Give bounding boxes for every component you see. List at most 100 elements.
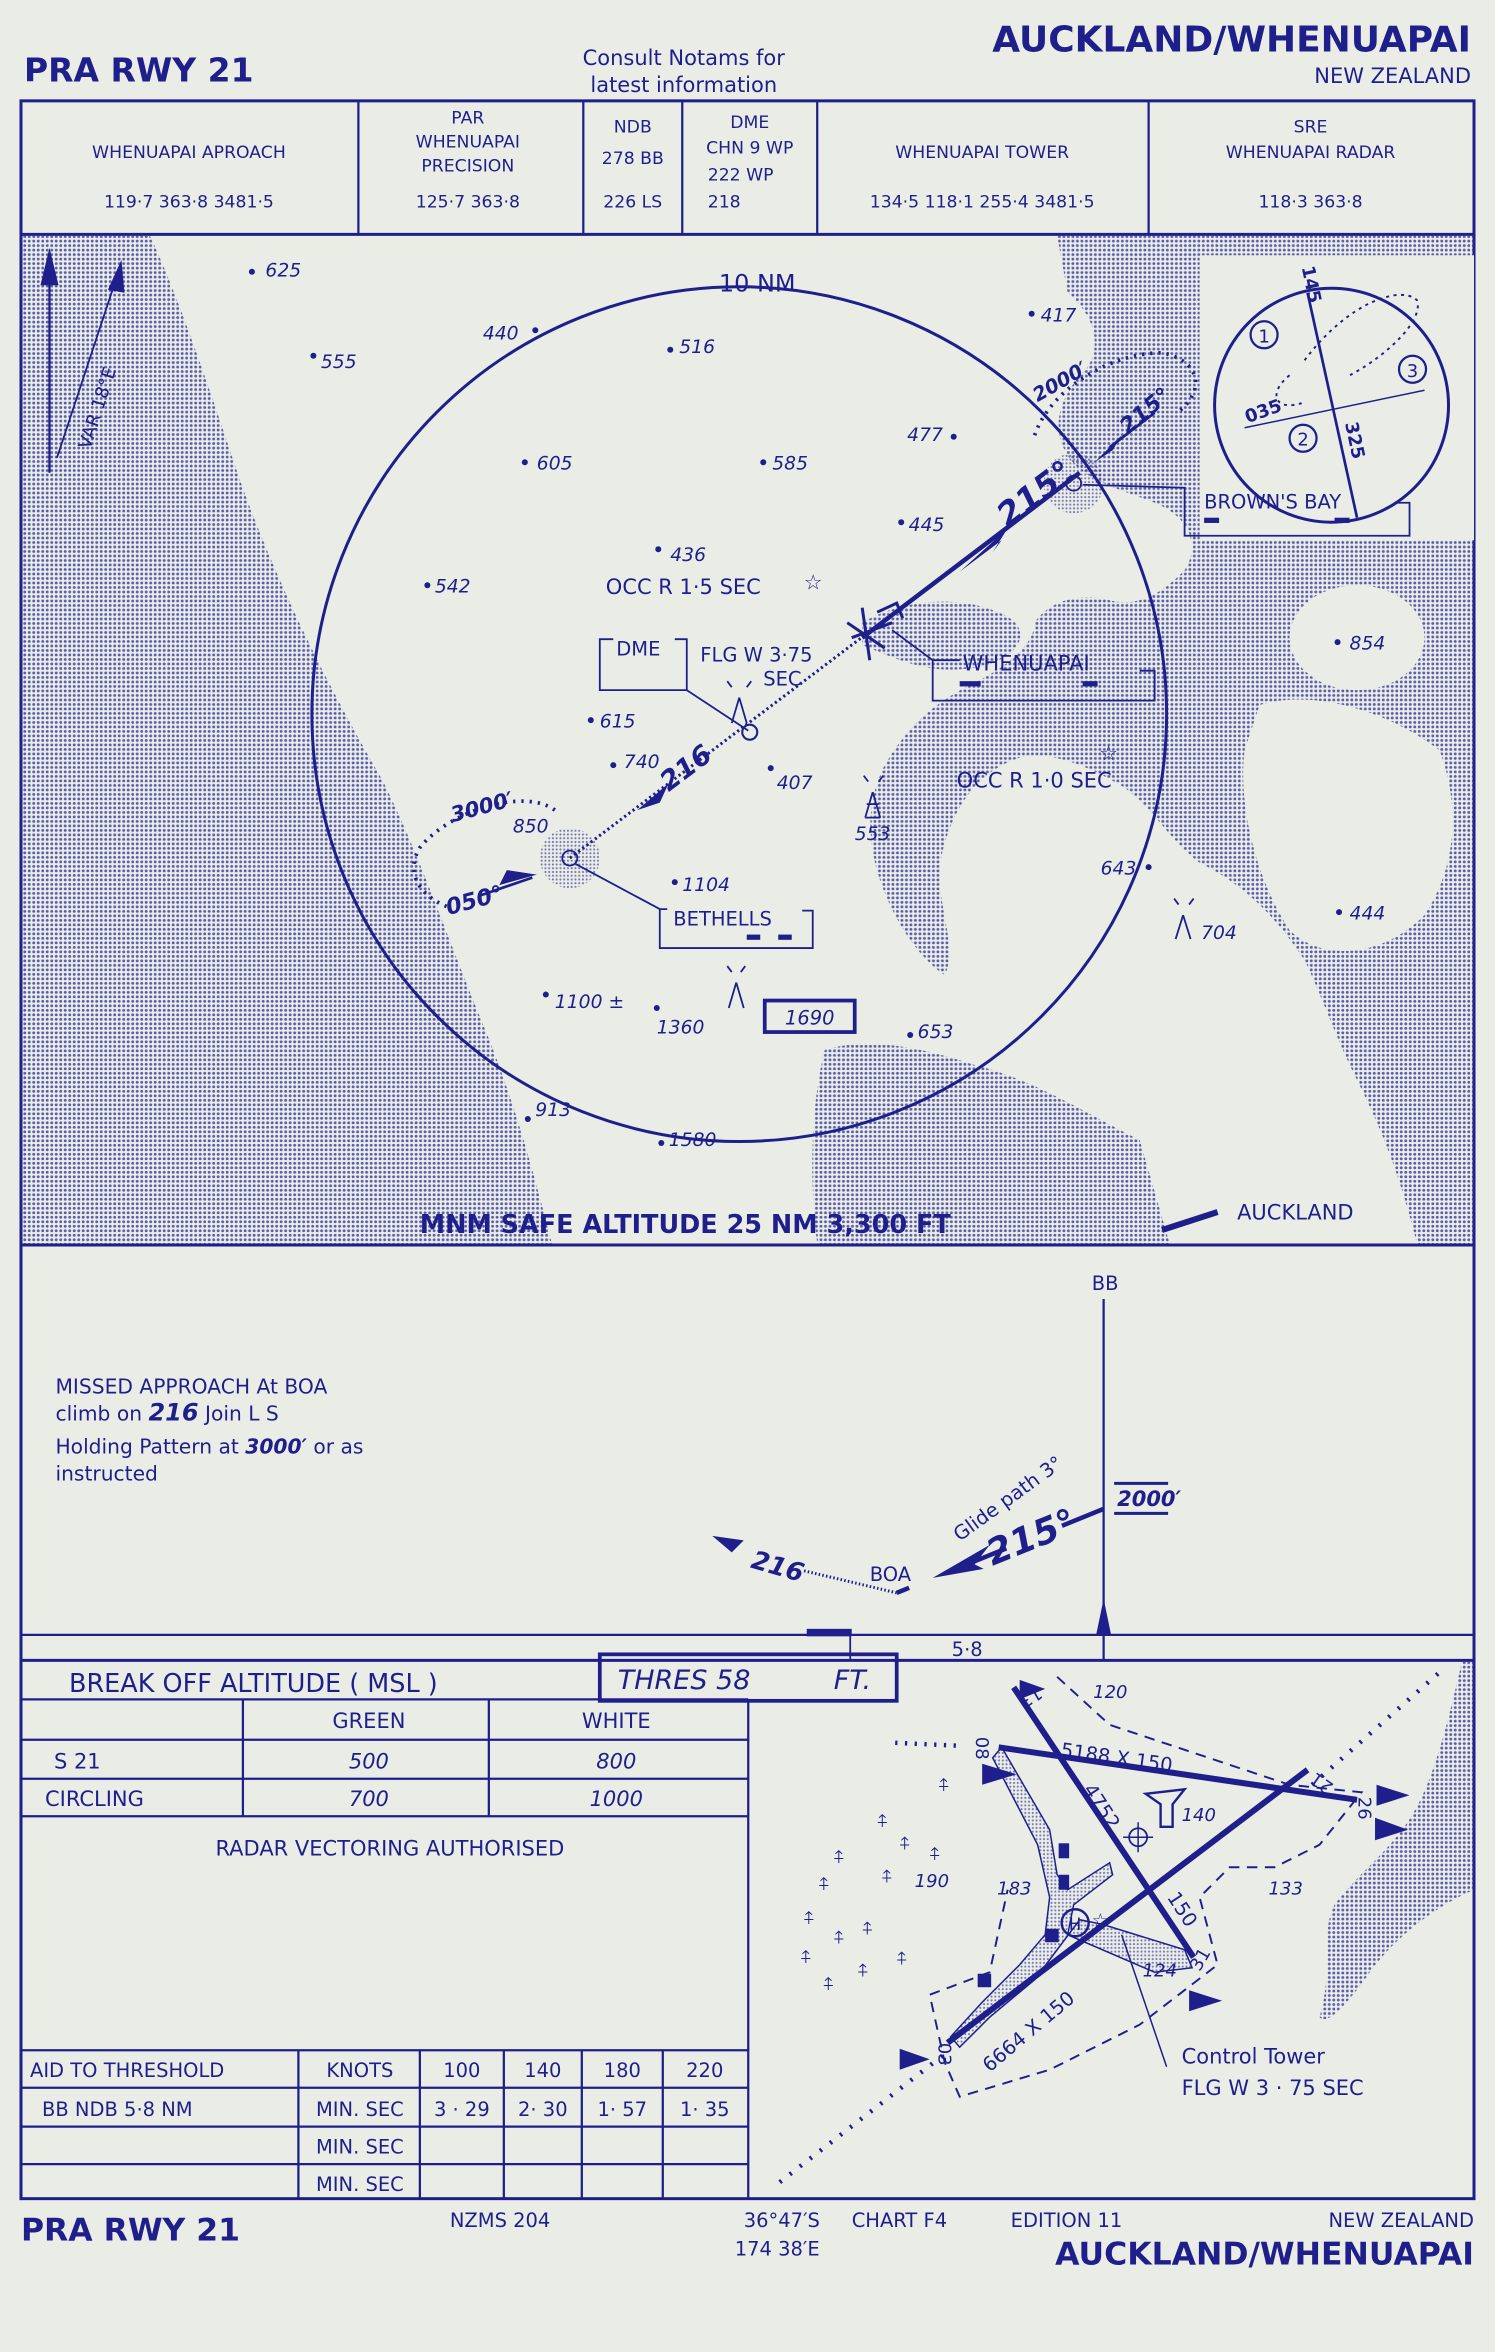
bethells-ident-label: BETHELLS [673, 908, 772, 931]
speed-180: 180 [604, 2059, 641, 2082]
whenuapai-aerodrome-icon [846, 601, 905, 661]
row-label: S 21 [54, 1749, 101, 1773]
highest-obstacle-box [762, 998, 857, 1034]
missed-course: 216 [148, 1398, 198, 1426]
missed-or-text: or as [307, 1434, 364, 1458]
spot-height: 585 [772, 454, 808, 475]
north-shore [1243, 699, 1453, 951]
range-ring-label: 10 NM [719, 269, 796, 297]
profile-view: MISSED APPROACH At BOA climb on 216 Join… [20, 1272, 1475, 1661]
time-220: 1· 35 [680, 2098, 730, 2121]
approach-arrow [899, 2048, 930, 2070]
latitude: 36°47′S [744, 2209, 820, 2232]
par-label-1: PAR [451, 108, 484, 128]
elevation: 124 [1143, 1961, 1177, 1982]
morse-dash [959, 681, 981, 687]
occ-light-label-1: OCC R 1·5 SEC [606, 575, 761, 599]
spot-height: 516 [679, 337, 715, 358]
glide-path-line [895, 1506, 1105, 1595]
spot-height: 440 [483, 323, 519, 344]
svg-text:⍏: ⍏ [804, 1908, 815, 1929]
dme-callout [598, 638, 749, 732]
lights-08 [895, 1740, 960, 1749]
notams-line-1: Consult Notams for [583, 46, 786, 70]
elevation: 133 [1269, 1878, 1303, 1899]
sre-label: SRE [1294, 117, 1328, 137]
spot-height: 740 [624, 752, 660, 773]
approach-freqs: 119·7 363·8 3481·5 [104, 192, 274, 212]
10nm-range-ring [310, 285, 1169, 1144]
spot-height: 444 [1350, 904, 1386, 925]
col-white: WHITE [582, 1709, 651, 1733]
approach-freq-label: WHENUAPAI APROACH [92, 143, 286, 163]
aid-header: AID TO THRESHOLD [30, 2059, 224, 2082]
flg-light-label-1: FLG W 3·75 [700, 644, 812, 667]
msa-label: MNM SAFE ALTITUDE 25 NM 3,300 FT [420, 1210, 952, 1240]
row-label: CIRCLING [45, 1787, 144, 1811]
missed-approach-line-3: Holding Pattern at 3000′ or as [55, 1434, 363, 1458]
sector-3: 3 [1407, 361, 1418, 382]
holding-west-course: 050° [443, 881, 506, 921]
obstacle-icons [726, 680, 1195, 1009]
bb-fix-label: BB [1092, 1272, 1119, 1295]
edition: EDITION 11 [1011, 2209, 1123, 2232]
footer-country: NEW ZEALAND [1328, 2209, 1474, 2232]
morse-dash [746, 934, 761, 940]
boa-label: BOA [870, 1563, 912, 1586]
notams-line-2: latest information [590, 73, 777, 97]
inset-background [1199, 255, 1475, 541]
tower-callout-line [1120, 1934, 1168, 2067]
missed-holding-text: Holding Pattern at [55, 1434, 245, 1458]
spot-height: 1360 [657, 1018, 705, 1039]
auckland-direction-line [1161, 1209, 1219, 1233]
taxiway [949, 1746, 1194, 2049]
missed-join-text: Join L S [199, 1401, 279, 1425]
heliport-label: H [1069, 1915, 1081, 1934]
par-label-2: WHENUAPAI [416, 132, 520, 152]
elevation: 183 [997, 1878, 1031, 1899]
dme-218: 218 [708, 192, 741, 212]
svg-text:⍏: ⍏ [862, 1919, 873, 1940]
svg-text:⍏: ⍏ [897, 1949, 908, 1970]
approach-arrow [1375, 1817, 1409, 1841]
row-white: 1000 [590, 1787, 643, 1811]
svg-text:⍏: ⍏ [834, 1847, 845, 1868]
runway-03-21 [945, 1767, 1310, 2046]
rwy-number-03: 03 [934, 2043, 955, 2066]
aerodrome-diagram: 5188 X 150 4752 150 6664 X 150 120 140 1… [778, 1661, 1475, 2184]
spot-height: 605 [537, 454, 573, 475]
elevation: 140 [1182, 1805, 1216, 1826]
tower-star-icon: ☆ [1092, 1909, 1109, 1932]
time-140: 2· 30 [518, 2098, 568, 2121]
ndb-label: NDB [614, 117, 652, 137]
svg-text:⍏: ⍏ [834, 1928, 845, 1949]
break-off-title: BREAK OFF ALTITUDE ( MSL ) [69, 1669, 438, 1699]
rwy-0826-dimensions: 5188 X 150 [1059, 1738, 1174, 1776]
radar-vectoring-note: RADAR VECTORING AUTHORISED [215, 1836, 564, 1860]
row-green: 700 [349, 1787, 389, 1811]
spot-height: 850 [513, 817, 549, 838]
aid-row-unit: MIN. SEC [316, 2173, 404, 2196]
morse-dash [778, 934, 792, 940]
approach-lights-03 [778, 2049, 950, 2184]
coastline-east [1319, 1661, 1475, 2020]
spot-heights: 625 555 440 516 417 605 585 477 445 436 … [248, 260, 1386, 1151]
row-green: 500 [349, 1749, 389, 1773]
control-tower-light: FLG W 3 · 75 SEC [1182, 2076, 1364, 2100]
radar-freqs: 118·3 363·8 [1258, 192, 1362, 212]
ndb-bethells-symbol [539, 828, 600, 889]
sector-1: 1 [1258, 326, 1269, 347]
map-series: NZMS 204 [450, 2209, 551, 2232]
approach-arrow [1189, 1990, 1223, 2012]
longitude: 174 38′E [735, 2238, 820, 2261]
spot-height: 704 [1201, 923, 1237, 944]
dme-chn: CHN 9 WP [706, 138, 793, 158]
svg-text:⍏: ⍏ [930, 1844, 941, 1865]
ndb-bb: 278 BB [602, 149, 664, 169]
time-100: 3 · 29 [434, 2098, 490, 2121]
morse-dash [1204, 517, 1220, 523]
inbound-arrow-215 [959, 528, 1008, 572]
morse-dash [1082, 681, 1098, 687]
auckland-label: AUCKLAND [1237, 1200, 1354, 1224]
country-label: NEW ZEALAND [1314, 64, 1471, 88]
